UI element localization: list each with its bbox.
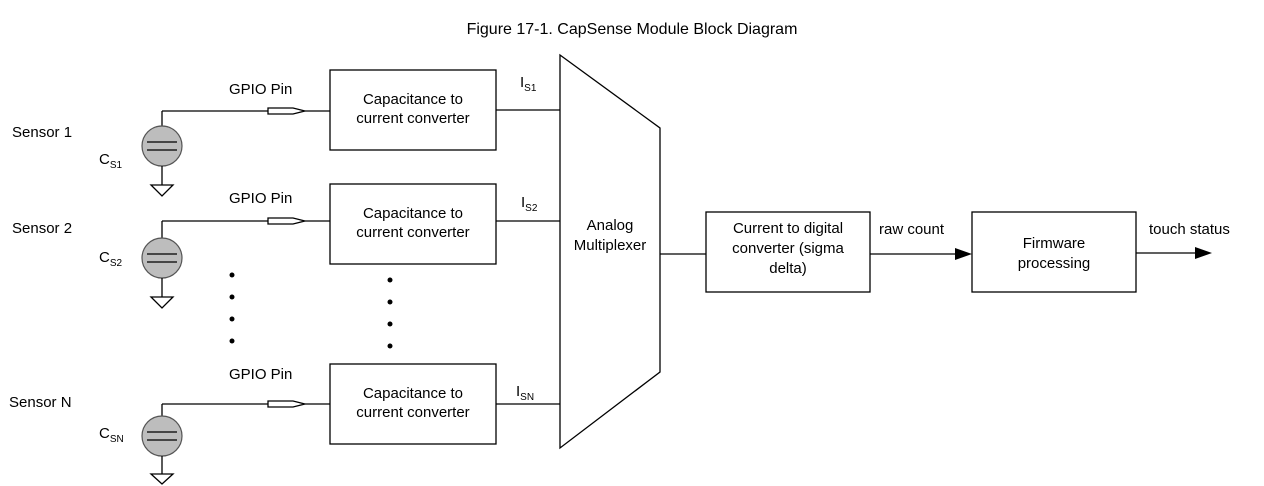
ground-icon [149,296,175,309]
cap-to-current-converter-2: Capacitance to current converter [329,183,497,265]
svg-text:converter (sigma: converter (sigma [732,240,844,257]
ground-icon [149,184,175,197]
raw-count-label: raw count [879,221,945,238]
cap-to-current-converter-n: Capacitance to current converter [329,363,497,445]
sensor-label: Sensor 1 [12,124,72,141]
svg-text:Firmware: Firmware [1023,235,1086,252]
svg-text:processing: processing [1018,255,1091,272]
firmware-processing: Firmware processing [971,211,1137,293]
gpio-pin-icon [267,217,306,225]
gpio-pin-label: GPIO Pin [229,81,292,98]
current-label: IS2 [521,194,538,214]
sensor-label: Sensor N [9,394,72,411]
sensor-capacitor-icon [141,111,183,185]
ellipsis-dots-left [229,272,235,344]
gpio-pin-label: GPIO Pin [229,366,292,383]
arrowhead-icon [955,248,972,260]
cap-to-current-converter-1: Capacitance to current converter [329,69,497,151]
gpio-pin-icon [267,107,306,115]
gpio-pin-label: GPIO Pin [229,190,292,207]
svg-text:current converter: current converter [356,110,469,127]
capacitance-label: CS2 [99,249,123,269]
current-to-digital-converter: Current to digital converter (sigma delt… [705,211,871,293]
capacitance-label: CS1 [99,151,123,171]
capacitance-label: CSN [99,425,124,445]
current-label: IS1 [520,74,537,94]
sensor-row-1: Sensor 1 CS1 GPIO Pin Capacitance to cur… [12,69,560,197]
sensor-row-n: Sensor N CSN GPIO Pin Capacitance to cur… [9,363,560,485]
svg-text:Capacitance to: Capacitance to [363,385,463,402]
svg-text:Capacitance to: Capacitance to [363,205,463,222]
analog-multiplexer: Analog Multiplexer [559,53,661,450]
figure-title: Figure 17-1. CapSense Module Block Diagr… [467,21,798,38]
sensor-label: Sensor 2 [12,220,72,237]
svg-text:current converter: current converter [356,224,469,241]
sensor-capacitor-icon [141,404,183,474]
touch-status-label: touch status [1149,221,1230,238]
svg-text:current converter: current converter [356,404,469,421]
svg-text:Analog: Analog [587,217,634,234]
arrowhead-icon [1195,247,1212,259]
ground-icon [149,473,175,485]
current-label: ISN [516,383,534,403]
svg-text:delta): delta) [769,260,807,277]
sensor-capacitor-icon [141,221,183,297]
svg-text:Capacitance to: Capacitance to [363,91,463,108]
svg-text:Current to digital: Current to digital [733,220,843,237]
ellipsis-dots-right [387,277,393,349]
svg-text:Multiplexer: Multiplexer [574,237,647,254]
sensor-row-2: Sensor 2 CS2 GPIO Pin Capacitance to cur… [12,183,560,309]
gpio-pin-icon [267,400,306,408]
